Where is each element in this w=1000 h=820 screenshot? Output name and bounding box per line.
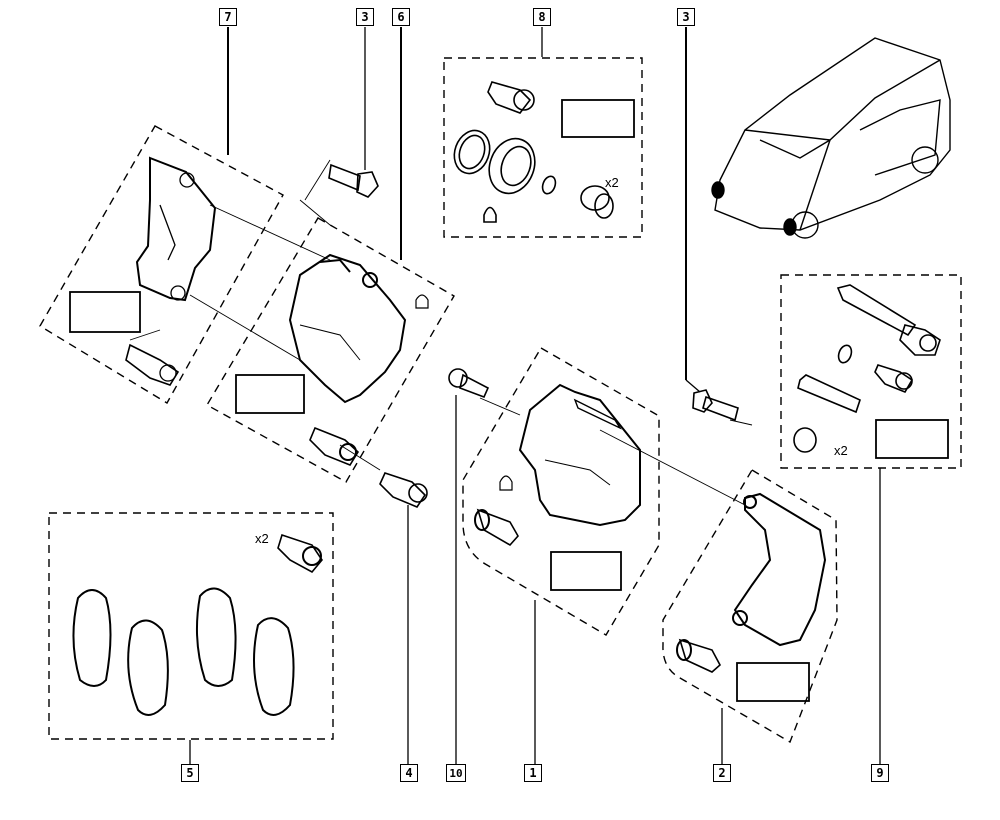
callout-3-top-left[interactable]: 3 xyxy=(356,8,374,26)
caliper-carrier-bracket-7 xyxy=(69,156,217,386)
bolt-kit6 xyxy=(309,426,360,466)
kit-1-box xyxy=(462,347,660,636)
callout-8[interactable]: 8 xyxy=(533,8,551,26)
pad-3 xyxy=(195,587,237,687)
kit-9-parts xyxy=(793,284,949,459)
pad-1 xyxy=(72,589,112,687)
kit-6-box xyxy=(206,217,455,483)
callout-3-top-right[interactable]: 3 xyxy=(677,8,695,26)
bleed-cap-6 xyxy=(415,294,429,309)
quantity-kit9-boot: x2 xyxy=(834,443,848,458)
leader-3b-elbow xyxy=(685,379,701,393)
kit-9-box xyxy=(780,274,962,469)
callout-7[interactable]: 7 xyxy=(219,8,237,26)
kit-5-box xyxy=(48,512,334,740)
kit-8-parts xyxy=(453,81,635,223)
callout-4[interactable]: 4 xyxy=(400,764,418,782)
van-illustration xyxy=(711,37,951,239)
bolt-4 xyxy=(379,472,428,508)
pad-2 xyxy=(127,619,169,716)
caliper-6 xyxy=(235,253,429,466)
caliper-carrier-bracket-2 xyxy=(676,492,827,702)
bolt-kit5 xyxy=(277,533,323,574)
bolt-kit1 xyxy=(476,508,519,547)
kit-7-box xyxy=(39,125,284,404)
callout-9[interactable]: 9 xyxy=(871,764,889,782)
kit-8-box xyxy=(443,57,643,238)
brake-pads-5 xyxy=(72,533,323,716)
quantity-kit8-boot: x2 xyxy=(605,175,619,190)
bleed-cap-1 xyxy=(499,475,513,491)
bolt-3a xyxy=(328,163,379,198)
callout-6[interactable]: 6 xyxy=(392,8,410,26)
callout-2[interactable]: 2 xyxy=(713,764,731,782)
quantity-kit5-bolt: x2 xyxy=(255,531,269,546)
bolt-kit7 xyxy=(125,343,180,386)
callout-1[interactable]: 1 xyxy=(524,764,542,782)
callout-5[interactable]: 5 xyxy=(181,764,199,782)
bolt-kit2 xyxy=(678,638,722,673)
bolt-3b xyxy=(692,389,739,422)
caliper-1 xyxy=(474,383,641,591)
pad-4 xyxy=(253,617,295,716)
callout-10[interactable]: 10 xyxy=(446,764,466,782)
bolt-10 xyxy=(448,368,490,399)
